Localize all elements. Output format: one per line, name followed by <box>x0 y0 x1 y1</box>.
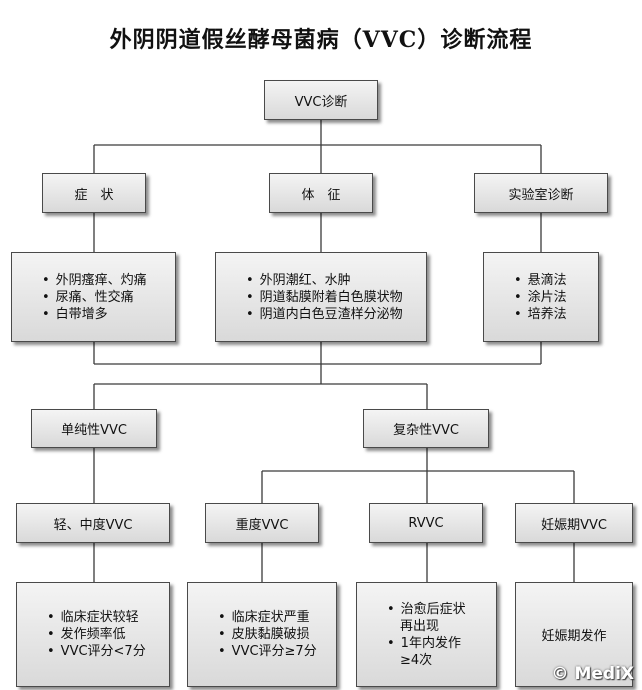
symptoms-detail: 外阴瘙痒、灼痛 尿痛、性交痛 白带增多 <box>11 252 176 342</box>
subtype-mild-moderate: 轻、中度VVC <box>16 503 170 543</box>
detail-item-continued: ≥4次 <box>400 652 433 668</box>
detail-item: VVC评分≥7分 <box>218 643 336 660</box>
subtype-pregnancy: 妊娠期VVC <box>515 503 633 543</box>
root-node: VVC诊断 <box>264 80 378 120</box>
detail-item-continued: 再出现 <box>400 618 440 634</box>
sign-item: 阴道黏膜附着白色膜状物 <box>246 289 426 306</box>
category-lab: 实验室诊断 <box>474 173 608 213</box>
root-label: VVC诊断 <box>294 94 348 110</box>
detail-item: 临床症状较轻 <box>47 609 169 626</box>
complex-vvc-node: 复杂性VVC <box>363 409 489 448</box>
mild-moderate-detail: 临床症状较轻 发作频率低 VVC评分<7分 <box>16 582 170 687</box>
detail-item: 临床症状严重 <box>218 609 336 626</box>
lab-item: 涂片法 <box>514 289 598 306</box>
subtype-severe: 重度VVC <box>205 503 319 543</box>
watermark: © MediX <box>551 664 634 684</box>
sign-item: 外阴潮红、水肿 <box>246 272 426 289</box>
subtype-pregnancy-label: 妊娠期VVC <box>541 517 607 533</box>
severe-detail: 临床症状严重 皮肤黏膜破损 VVC评分≥7分 <box>187 582 337 687</box>
signs-detail: 外阴潮红、水肿 阴道黏膜附着白色膜状物 阴道内白色豆渣样分泌物 <box>215 252 427 342</box>
subtype-severe-label: 重度VVC <box>235 517 289 533</box>
category-symptoms-label: 症 状 <box>74 187 114 203</box>
complex-vvc-label: 复杂性VVC <box>393 423 459 438</box>
simple-vvc-node: 单纯性VVC <box>31 409 157 448</box>
detail-item: 发作频率低 <box>47 626 169 643</box>
subtype-mild-moderate-label: 轻、中度VVC <box>53 517 133 533</box>
subtype-rvvc-label: RVVC <box>408 515 444 531</box>
sign-item: 阴道内白色豆渣样分泌物 <box>246 306 426 323</box>
rvvc-detail: 治愈后症状 再出现 1年内发作 ≥4次 <box>356 582 497 687</box>
symptom-item: 外阴瘙痒、灼痛 <box>42 272 175 289</box>
lab-item: 悬滴法 <box>514 272 598 289</box>
detail-item: 1年内发作 <box>387 635 496 652</box>
lab-detail: 悬滴法 涂片法 培养法 <box>483 252 599 342</box>
pregnancy-detail: 妊娠期发作 <box>515 582 633 687</box>
detail-item: 皮肤黏膜破损 <box>218 626 336 643</box>
category-symptoms: 症 状 <box>42 173 146 213</box>
detail-item: 治愈后症状 <box>387 601 496 618</box>
symptom-item: 白带增多 <box>42 306 175 323</box>
symptom-item: 尿痛、性交痛 <box>42 289 175 306</box>
detail-item: VVC评分<7分 <box>47 643 169 660</box>
simple-vvc-label: 单纯性VVC <box>61 423 127 438</box>
detail-item: 妊娠期发作 <box>541 629 607 644</box>
page-title: 外阴阴道假丝酵母菌病（VVC）诊断流程 <box>109 27 533 53</box>
lab-item: 培养法 <box>514 306 598 323</box>
subtype-rvvc: RVVC <box>369 503 483 543</box>
category-signs-label: 体 征 <box>301 187 341 203</box>
category-lab-label: 实验室诊断 <box>508 187 574 203</box>
category-signs: 体 征 <box>269 173 373 213</box>
